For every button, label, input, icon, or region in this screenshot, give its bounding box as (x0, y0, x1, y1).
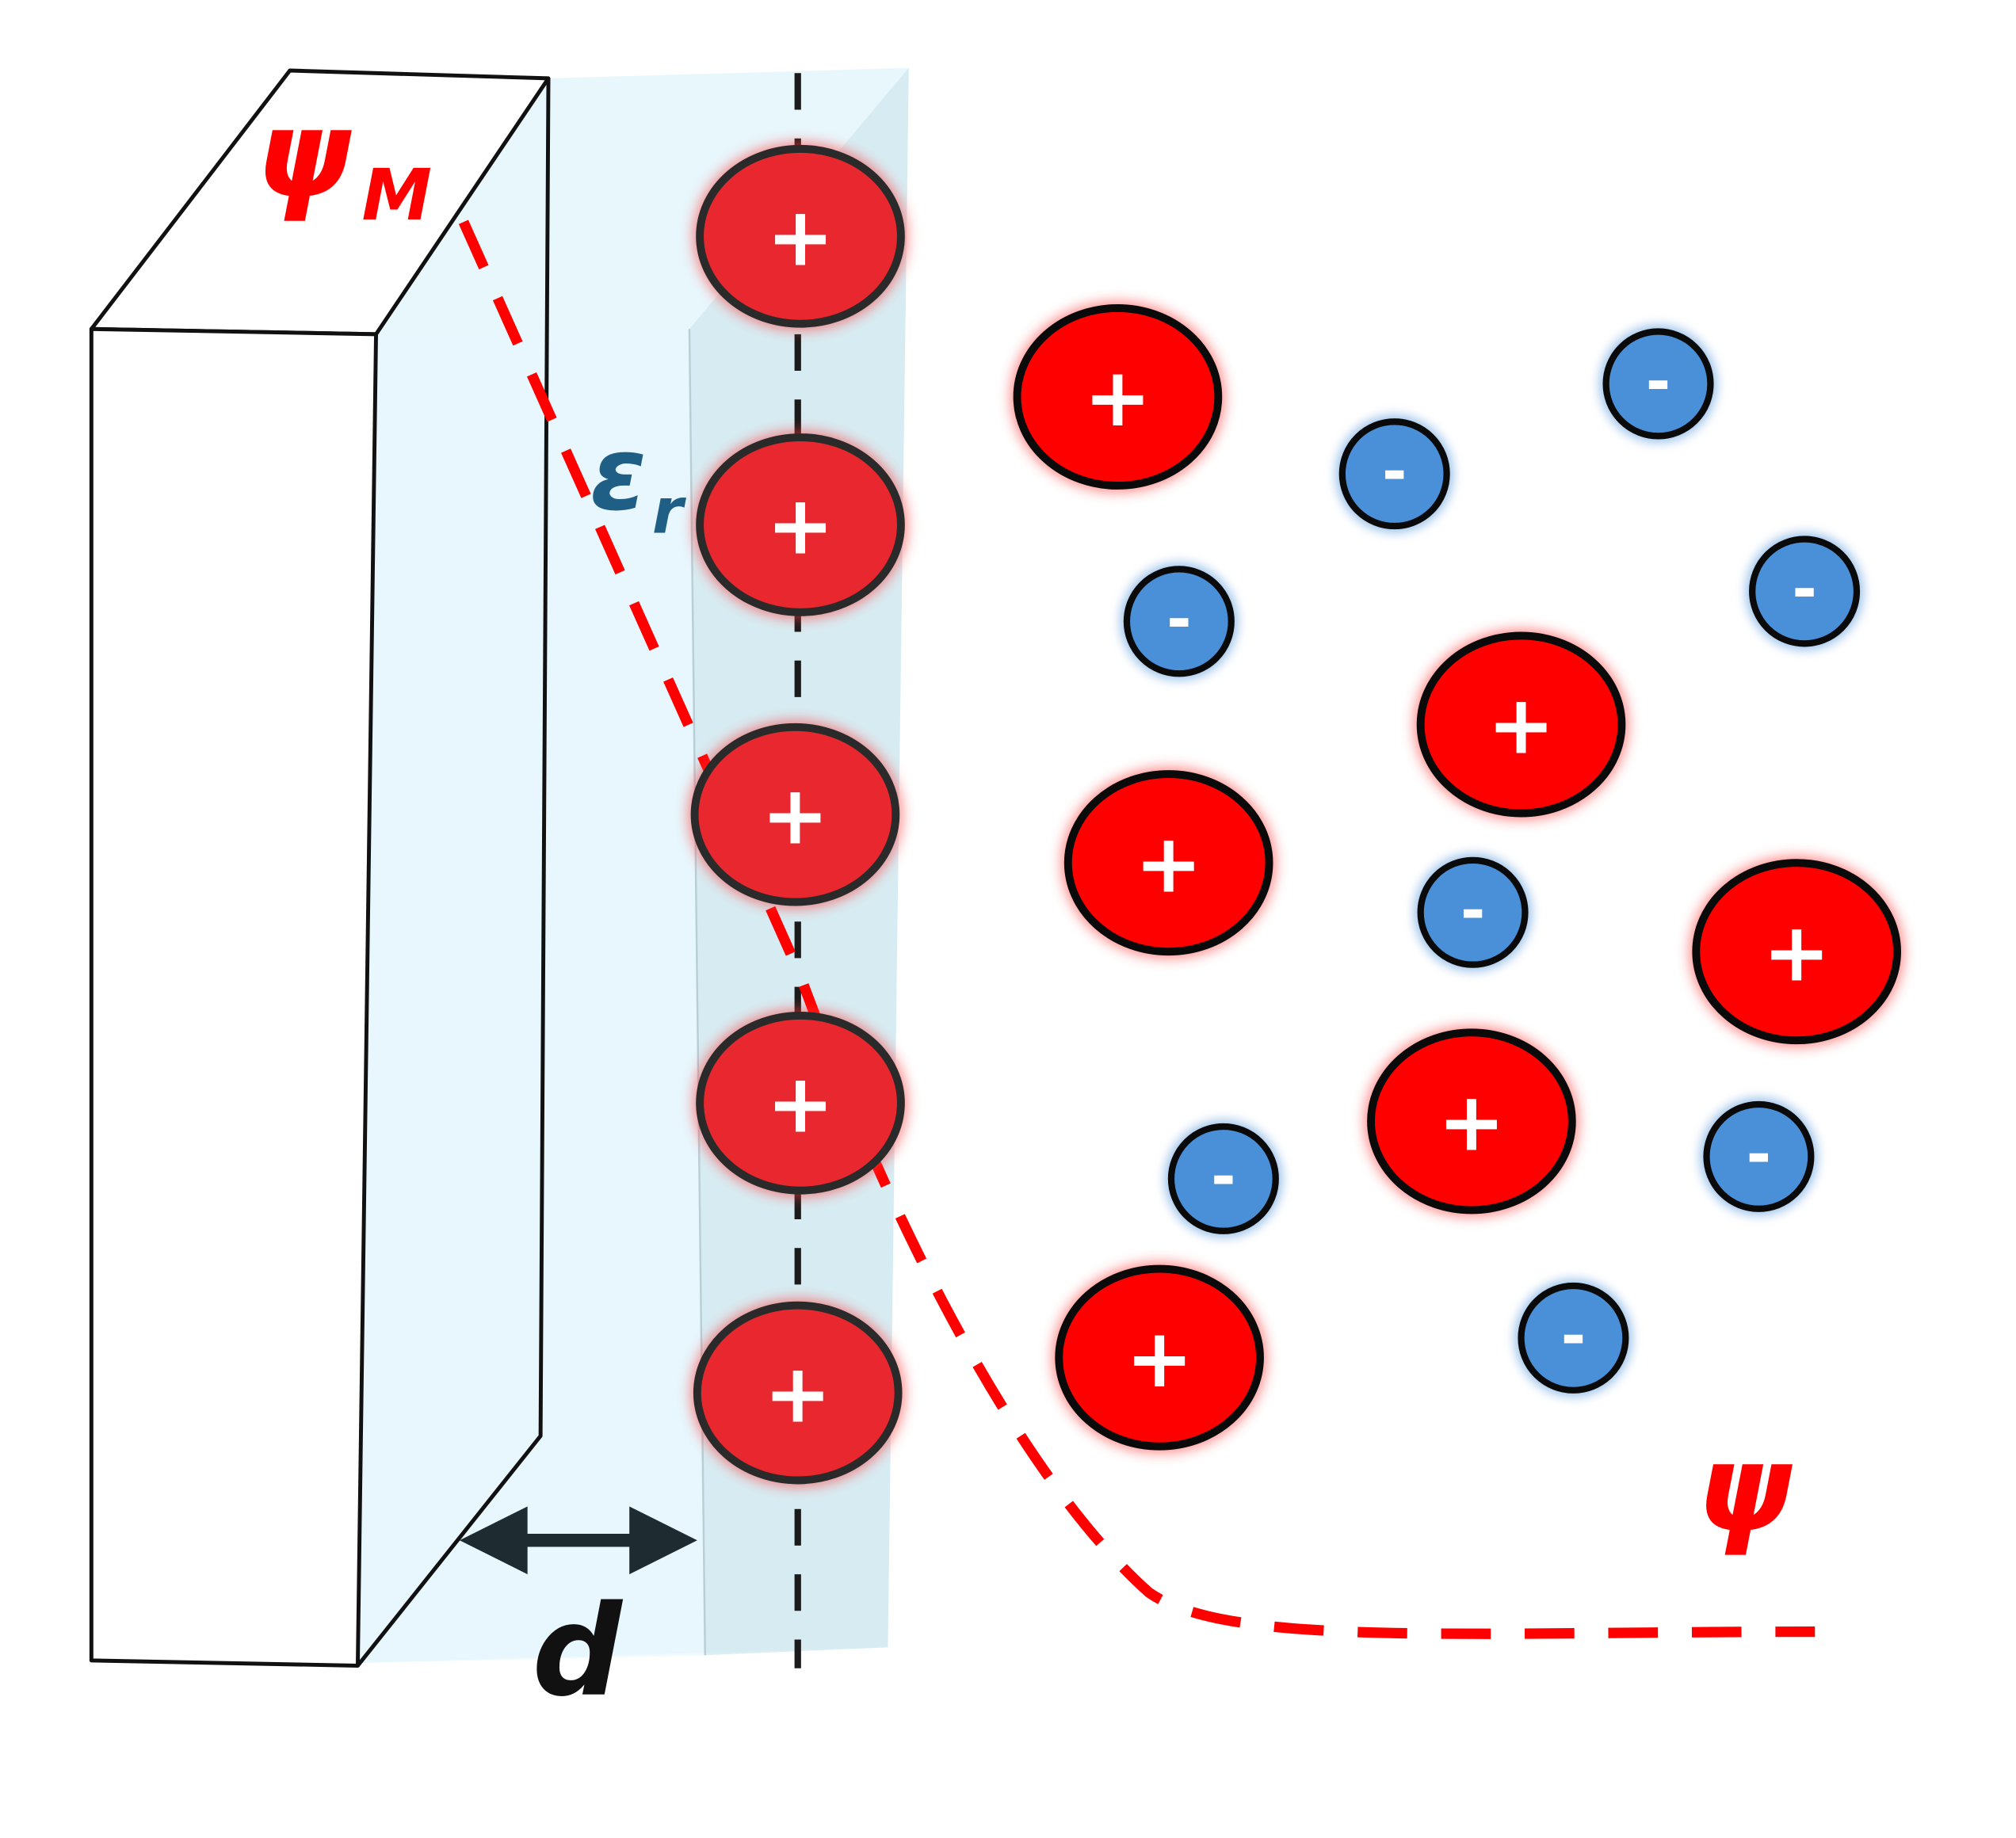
cation-sign: + (762, 768, 830, 863)
anion-sign: - (1382, 437, 1407, 506)
anion-6: - (1164, 1119, 1283, 1238)
cation-sign: + (1487, 679, 1556, 773)
cation-sign: + (1135, 817, 1203, 911)
anion-8: - (1514, 1279, 1632, 1398)
cation-1: + (1010, 301, 1225, 493)
cation-sign: + (766, 1058, 834, 1152)
cation-6: + (1052, 1262, 1267, 1453)
potential-label: ψ (1697, 1418, 1793, 1558)
stern-cation-5: + (690, 1298, 905, 1487)
cation-sign: + (1125, 1312, 1193, 1406)
cation-sign: + (766, 191, 834, 285)
ions-group: + + + + + + + + + + + - - - - - - - - (688, 142, 1904, 1487)
anion-sign: - (1211, 1142, 1235, 1211)
anion-sign: - (1747, 1119, 1771, 1189)
anion-4: - (1745, 532, 1864, 650)
cation-sign: + (764, 1347, 832, 1441)
cation-3: + (1061, 767, 1276, 959)
anion-3: - (1120, 562, 1238, 681)
metal-potential-subscript: M (361, 154, 432, 236)
anion-2: - (1335, 415, 1453, 533)
stern-cation-2: + (693, 430, 908, 620)
cation-sign: + (766, 479, 834, 574)
cation-4: + (1690, 856, 1904, 1047)
permittivity-symbol: ε (590, 416, 647, 534)
permittivity-subscript: r (652, 475, 687, 547)
cation-5: + (1364, 1026, 1579, 1217)
cation-sign: + (1762, 906, 1831, 1000)
metal-potential-symbol: ψ (256, 84, 352, 224)
anion-5: - (1414, 853, 1532, 971)
anion-1: - (1599, 325, 1717, 443)
anion-sign: - (1646, 347, 1670, 417)
anion-sign: - (1792, 555, 1816, 624)
cation-sign: + (1438, 1076, 1506, 1170)
distance-arrow (459, 1506, 697, 1575)
cation-sign: + (1084, 351, 1152, 445)
distance-label: d (533, 1579, 624, 1725)
stern-cation-3: + (688, 720, 903, 909)
potential-curve (458, 219, 1816, 1639)
anion-sign: - (1561, 1301, 1586, 1371)
metal-electrode (89, 68, 551, 1668)
cation-2: + (1414, 629, 1628, 820)
anion-sign: - (1460, 875, 1485, 945)
anion-7: - (1700, 1097, 1818, 1216)
stern-cation-4: + (693, 1009, 908, 1197)
anion-sign: - (1166, 584, 1191, 654)
stern-cation-1: + (693, 142, 908, 330)
